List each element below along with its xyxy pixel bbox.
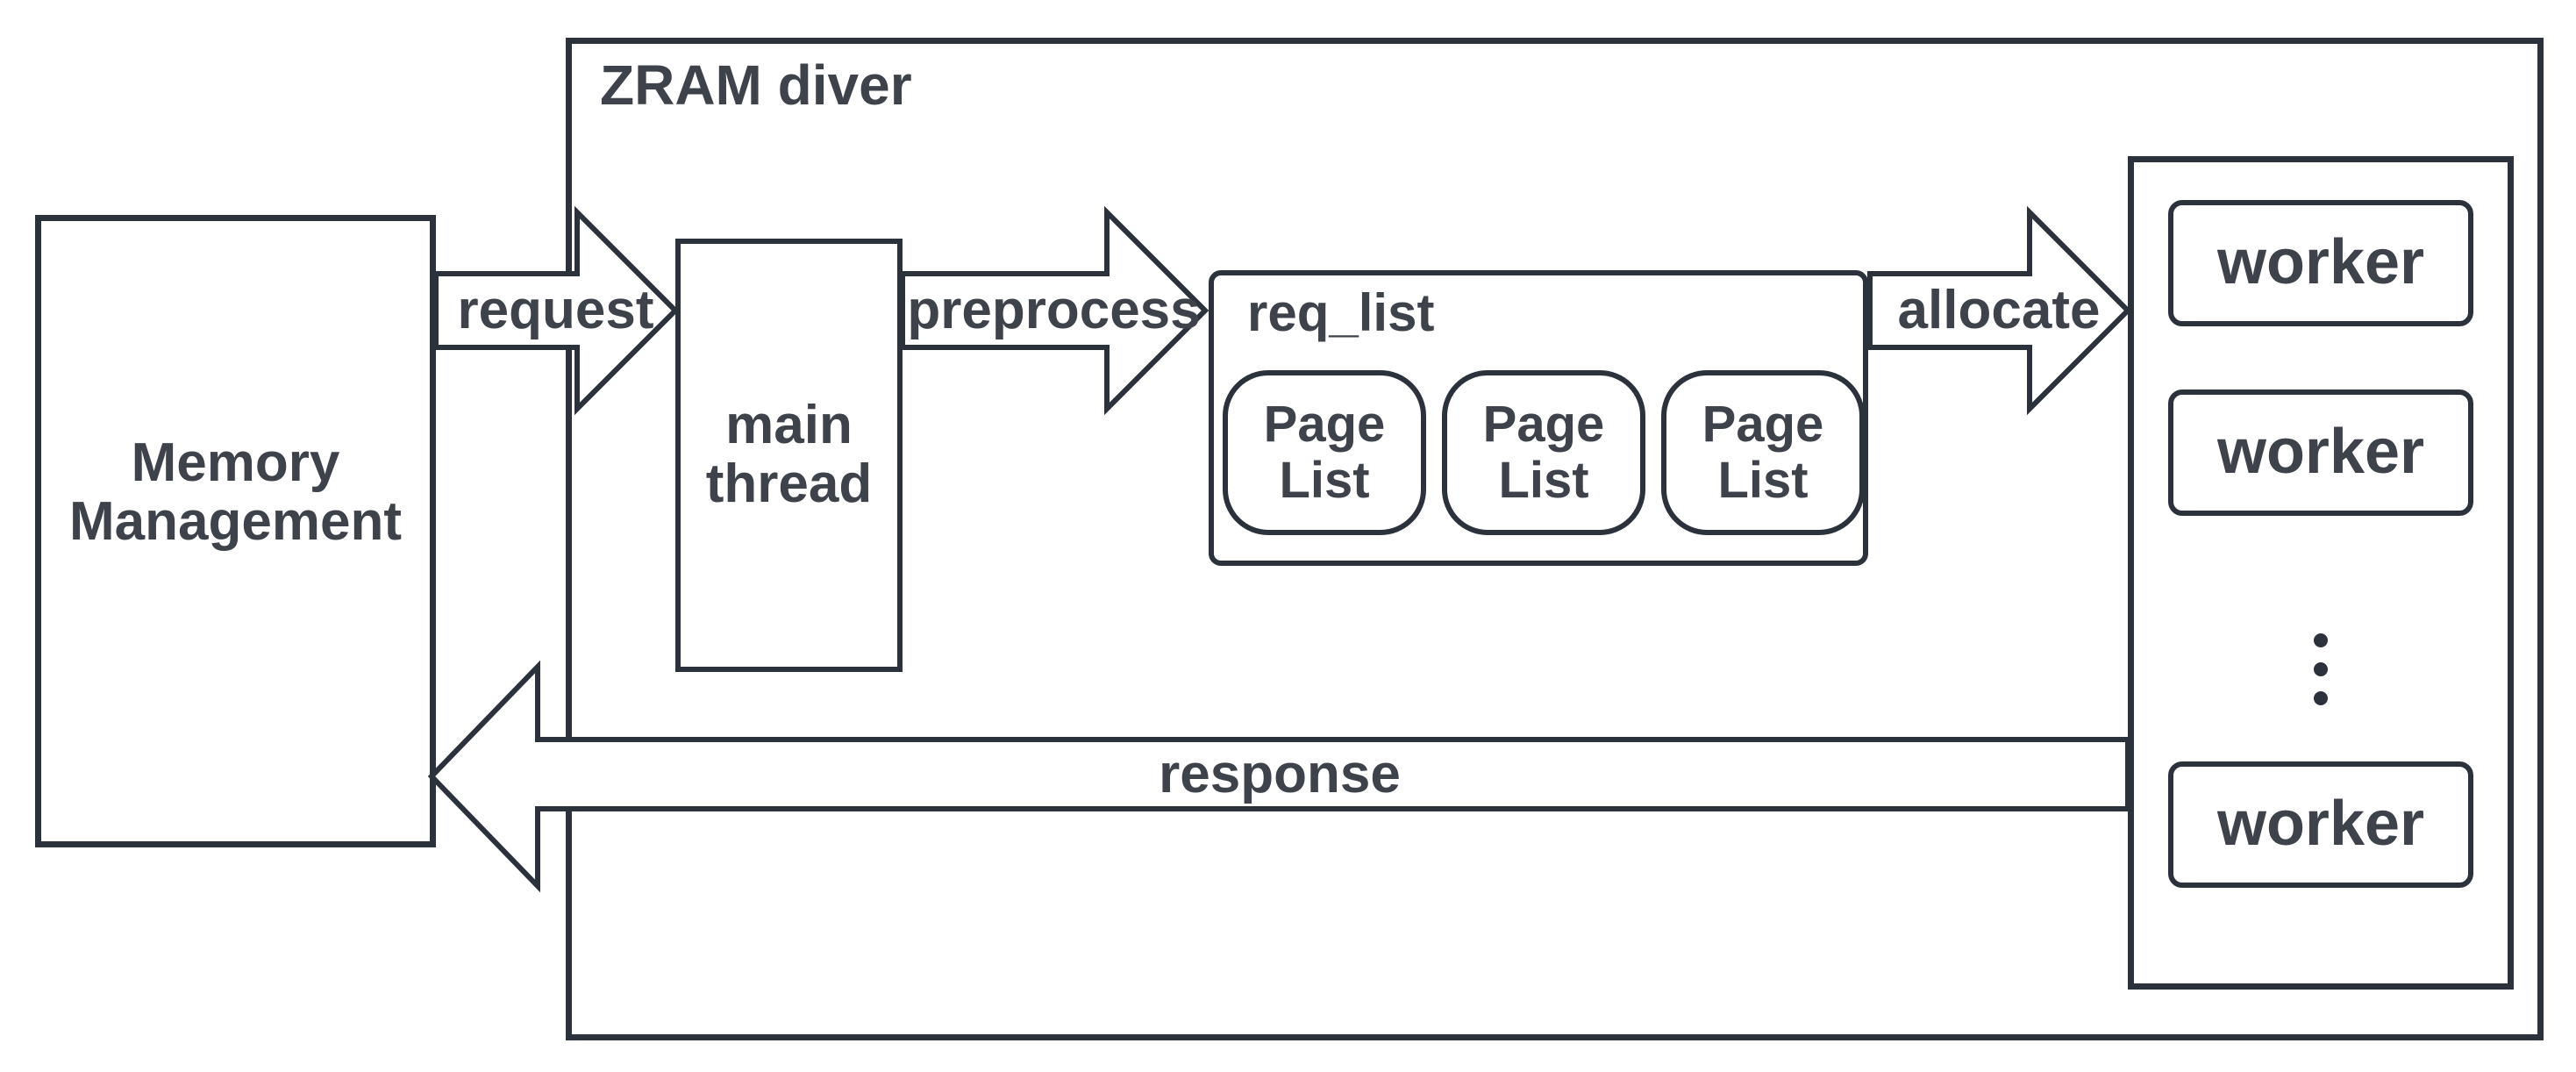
worker-box: worker xyxy=(2168,761,2473,888)
page-list-label: Page List xyxy=(1263,396,1386,509)
worker-box: worker xyxy=(2168,389,2473,516)
req-list-label: req_list xyxy=(1247,283,1435,342)
request-arrow-label: request xyxy=(457,280,654,340)
memory-management-label: Memory Management xyxy=(69,432,402,552)
page-list-box: Page List xyxy=(1442,370,1645,535)
preprocess-arrow-label: preprocess xyxy=(907,280,1201,340)
zram-driver-label: ZRAM diver xyxy=(600,54,912,117)
response-arrow-label: response xyxy=(1159,744,1401,804)
allocate-arrow-label: allocate xyxy=(1897,280,2101,340)
req-list-box: req_list Page List Page List Page List xyxy=(1209,270,1868,566)
worker-label: worker xyxy=(2216,227,2425,298)
workers-box: worker worker worker xyxy=(2128,156,2514,990)
worker-label: worker xyxy=(2216,789,2425,860)
main-thread-box: main thread xyxy=(675,239,903,672)
worker-label: worker xyxy=(2216,417,2425,488)
ellipsis-dot xyxy=(2314,691,2328,705)
memory-management-box: Memory Management xyxy=(35,215,436,847)
workers-ellipsis-icon xyxy=(2134,633,2508,705)
worker-box: worker xyxy=(2168,200,2473,326)
page-list-label: Page List xyxy=(1702,396,1824,509)
main-thread-label: main thread xyxy=(705,395,873,514)
page-list-box: Page List xyxy=(1661,370,1865,535)
ellipsis-dot xyxy=(2314,662,2328,676)
page-list-label: Page List xyxy=(1482,396,1605,509)
page-list-box: Page List xyxy=(1223,370,1426,535)
ellipsis-dot xyxy=(2314,633,2328,647)
